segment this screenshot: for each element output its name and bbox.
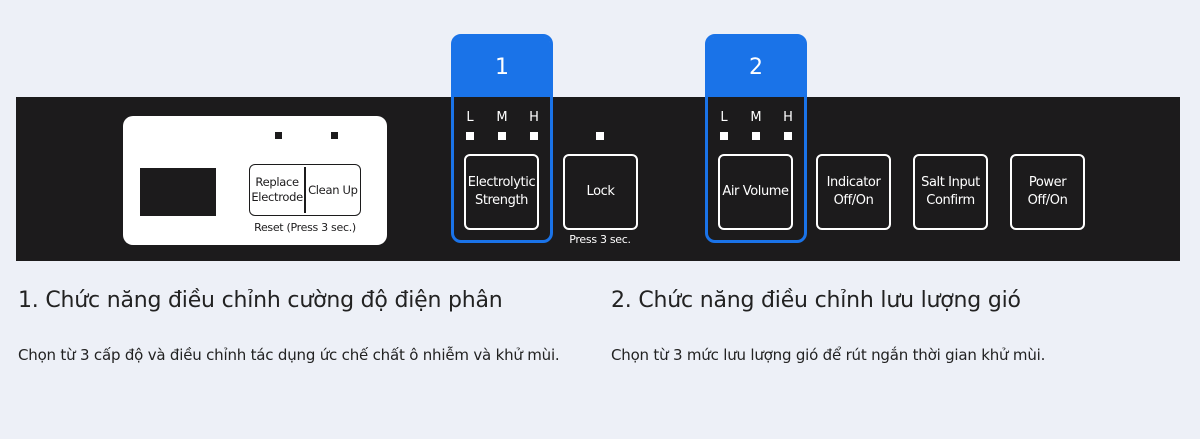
indicator-toggle-button[interactable]: Indicator Off/On xyxy=(816,154,891,230)
section-air-volume: 2. Chức năng điều chỉnh lưu lượng gió Ch… xyxy=(611,285,1181,371)
lock-indicator xyxy=(596,132,604,140)
display-screen xyxy=(140,168,216,216)
air-level-indicator-h xyxy=(784,132,792,140)
highlight-frame-2: 2 xyxy=(705,34,807,243)
section-2-body: Chọn từ 3 mức lưu lượng gió để rút ngắn … xyxy=(611,346,1046,364)
highlight-frame-1: 1 xyxy=(451,34,553,243)
air-level-label-l: L xyxy=(720,110,728,125)
section-2-heading: 2. Chức năng điều chỉnh lưu lượng gió xyxy=(611,288,1021,313)
level-label-h: H xyxy=(529,110,539,125)
replace-electrode-label: Replace Electrode xyxy=(251,175,303,204)
electrolytic-strength-button[interactable]: Electrolytic Strength xyxy=(464,154,539,230)
section-electrolytic: 1. Chức năng điều chỉnh cường độ điện ph… xyxy=(18,285,588,371)
air-level-indicator-l xyxy=(720,132,728,140)
highlight-number-2: 2 xyxy=(708,37,804,97)
level-indicator-m xyxy=(498,132,506,140)
section-1-heading: 1. Chức năng điều chỉnh cường độ điện ph… xyxy=(18,288,503,313)
level-indicator-l xyxy=(466,132,474,140)
lock-button[interactable]: Lock xyxy=(563,154,638,230)
air-level-label-m: M xyxy=(750,110,762,125)
highlight-number-1: 1 xyxy=(454,37,550,97)
reset-button[interactable]: Replace Electrode Clean Up xyxy=(249,164,361,216)
level-label-l: L xyxy=(466,110,474,125)
reset-caption: Reset (Press 3 sec.) xyxy=(254,221,356,234)
salt-input-confirm-button[interactable]: Salt Input Confirm xyxy=(913,154,988,230)
level-label-m: M xyxy=(496,110,508,125)
section-1-body: Chọn từ 3 cấp độ và điều chỉnh tác dụng … xyxy=(18,346,560,364)
level-indicator-h xyxy=(530,132,538,140)
air-volume-button[interactable]: Air Volume xyxy=(718,154,793,230)
reset-button-divider xyxy=(304,167,306,213)
clean-up-indicator-dot xyxy=(331,132,338,139)
power-button[interactable]: Power Off/On xyxy=(1010,154,1085,230)
air-level-indicator-m xyxy=(752,132,760,140)
clean-up-label: Clean Up xyxy=(308,182,358,197)
air-level-label-h: H xyxy=(783,110,793,125)
lock-caption: Press 3 sec. xyxy=(569,233,631,246)
replace-electrode-indicator-dot xyxy=(275,132,282,139)
